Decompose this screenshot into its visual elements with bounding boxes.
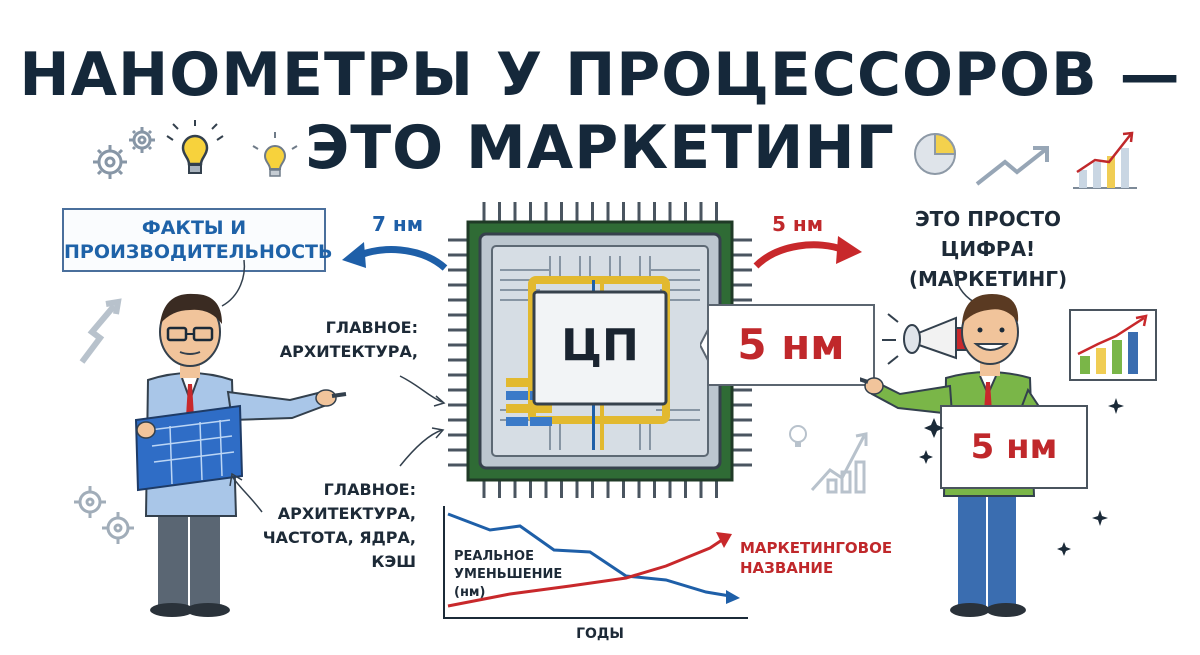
bar-chart-icon bbox=[1073, 131, 1137, 189]
marketing-series-arrowhead bbox=[716, 532, 732, 548]
x-axis-label: ГОДЫ bbox=[576, 626, 624, 642]
lightbulb-icon bbox=[166, 120, 224, 174]
pie-chart-icon bbox=[914, 132, 957, 175]
speech-text: ЭТО ПРОСТО ЦИФРА! (МАРКЕТИНГ) bbox=[908, 207, 1068, 291]
facts-box: ФАКТЫ И ПРОИЗВОДИТЕЛЬНОСТЬ bbox=[62, 208, 332, 272]
sparkle-icon bbox=[919, 398, 1124, 556]
page-title-line-2: ЭТО МАРКЕТИНГ bbox=[305, 113, 895, 183]
page-title-line-1: НАНОМЕТРЫ У ПРОЦЕССОРОВ — bbox=[19, 40, 1181, 110]
main-label-1: ГЛАВНОЕ: АРХИТЕКТУРА, bbox=[279, 318, 418, 361]
marketing-series-line bbox=[447, 538, 723, 608]
gear-icon bbox=[129, 127, 155, 153]
sign: 5 нм bbox=[940, 405, 1088, 489]
chip-nm-label: 5 нм bbox=[707, 304, 875, 386]
left-decorations bbox=[74, 298, 134, 544]
trend-arrow-icon bbox=[810, 432, 868, 494]
gear-icon bbox=[93, 145, 127, 179]
nm-label-left: 7 нм bbox=[372, 212, 424, 236]
gear-icon bbox=[74, 486, 106, 518]
left-arrow bbox=[342, 242, 448, 271]
bar-chart-icon bbox=[1069, 309, 1157, 381]
right-decorations bbox=[789, 309, 1157, 556]
blueprint bbox=[134, 404, 244, 492]
right-arrow bbox=[753, 236, 862, 269]
series-label-marketing: МАРКЕТИНГОВОЕ НАЗВАНИЕ bbox=[740, 539, 893, 577]
decorative-icons-top-right bbox=[914, 131, 1137, 189]
lightbulb-icon bbox=[252, 132, 298, 177]
lightbulb-icon bbox=[789, 425, 807, 447]
left-pointer-arrows bbox=[221, 259, 446, 513]
trend-arrow-icon bbox=[79, 298, 122, 364]
gear-icon bbox=[102, 512, 134, 544]
real-series-line bbox=[447, 512, 731, 598]
cpu-chip bbox=[448, 202, 752, 498]
main-label-2: ГЛАВНОЕ: АРХИТЕКТУРА, ЧАСТОТА, ЯДРА, КЭШ bbox=[262, 480, 416, 571]
left-person-engineer bbox=[134, 293, 347, 617]
real-series-arrowhead bbox=[726, 590, 740, 604]
speech-pointer bbox=[953, 269, 975, 303]
trend-arrow-icon bbox=[975, 146, 1049, 186]
decorative-icons-top-left bbox=[93, 120, 298, 179]
nm-label-right: 5 нм bbox=[772, 212, 824, 236]
chip-label: ЦП bbox=[561, 320, 639, 371]
trend-chart bbox=[443, 506, 748, 619]
series-label-real: РЕАЛЬНОЕ УМЕНЬШЕНИЕ (нм) bbox=[454, 549, 563, 600]
